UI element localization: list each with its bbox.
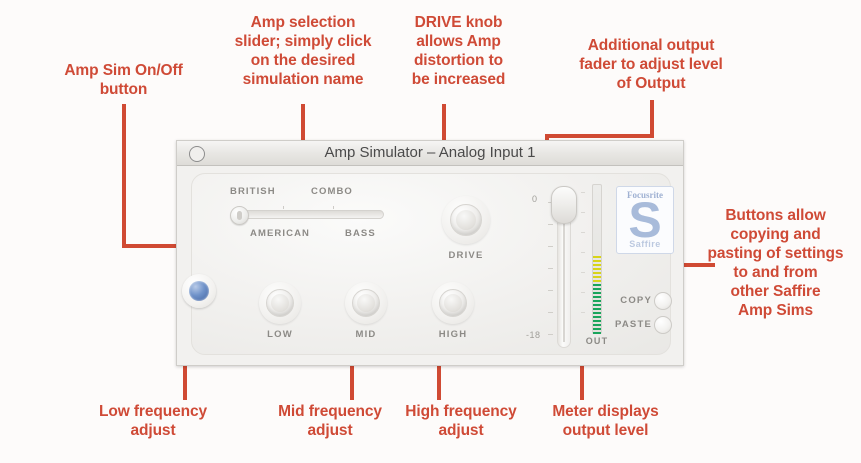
- amp-label-combo[interactable]: COMBO: [311, 186, 353, 197]
- meter-segment: [593, 292, 601, 294]
- drive-knob[interactable]: [442, 196, 490, 244]
- meter-scale-tick: [581, 312, 585, 313]
- amp-slider-track[interactable]: [232, 210, 384, 219]
- callout-amp-selection: Amp selection slider; simply click on th…: [234, 14, 372, 88]
- meter-segment: [593, 296, 601, 298]
- logo-brand-text: Focusrite: [627, 190, 663, 200]
- high-knob[interactable]: [432, 282, 474, 324]
- amp-sim-power-button[interactable]: [182, 274, 216, 308]
- meter-scale-tick: [581, 292, 585, 293]
- plugin-titlebar[interactable]: Amp Simulator – Analog Input 1: [177, 141, 683, 166]
- meter-segment: [593, 284, 601, 286]
- leader-line-amp-sim-onoff-horizontal: [122, 244, 206, 248]
- fader-slot: [563, 194, 565, 342]
- low-knob[interactable]: [259, 282, 301, 324]
- drive-knob-label: DRIVE: [448, 250, 484, 261]
- plugin-panel: BRITISH COMBO AMERICAN BASS DRIVE: [182, 173, 674, 355]
- knob-cap: [357, 294, 375, 312]
- power-indicator-icon: [189, 281, 209, 301]
- copy-label: COPY: [620, 295, 652, 306]
- paste-label: PASTE: [615, 319, 652, 330]
- fader-tick: [548, 246, 553, 247]
- fader-tick: [548, 334, 553, 335]
- callout-meter: Meter displays output level: [552, 403, 659, 439]
- callout-output-fader: Additional output fader to adjust level …: [579, 37, 723, 92]
- slider-tick: [283, 206, 284, 209]
- fader-tick: [548, 268, 553, 269]
- amp-selection-slider[interactable]: BRITISH COMBO AMERICAN BASS: [228, 186, 388, 240]
- meter-segment: [593, 312, 601, 314]
- meter-segment: [593, 316, 601, 318]
- meter-segment: [593, 332, 601, 334]
- logo-product-text: Saffire: [629, 239, 661, 249]
- mid-knob[interactable]: [345, 282, 387, 324]
- knob-cap: [271, 294, 289, 312]
- knob-cap: [444, 294, 462, 312]
- meter-segment: [593, 268, 601, 270]
- fader-scale-bottom: -18: [526, 330, 541, 340]
- callout-copy-paste: Buttons allow copying and pasting of set…: [707, 207, 844, 319]
- meter-scale-tick: [581, 232, 585, 233]
- meter-segment: [593, 328, 601, 330]
- amp-label-british[interactable]: BRITISH: [230, 186, 276, 197]
- meter-scale-tick: [581, 272, 585, 273]
- high-knob-label: HIGH: [438, 329, 468, 340]
- meter-segment: [593, 256, 601, 258]
- output-fader[interactable]: 0 -18: [526, 180, 582, 348]
- low-knob-label: LOW: [267, 329, 293, 340]
- fader-tick: [548, 202, 553, 203]
- meter-scale-tick: [581, 252, 585, 253]
- plugin-title: Amp Simulator – Analog Input 1: [324, 144, 536, 161]
- fader-scale-top: 0: [532, 194, 538, 204]
- meter-segment: [593, 324, 601, 326]
- knob-cap: [456, 210, 476, 230]
- meter-scale-tick: [581, 212, 585, 213]
- fader-tick: [548, 224, 553, 225]
- meter-segment: [593, 304, 601, 306]
- output-meter: OUT: [581, 184, 607, 346]
- slider-tick: [333, 206, 334, 209]
- callout-mid-frequency: Mid frequency adjust: [278, 403, 382, 439]
- callout-high-frequency: High frequency adjust: [405, 403, 517, 439]
- close-icon[interactable]: [189, 146, 205, 162]
- leader-line-output-fader-seg2: [545, 134, 654, 138]
- callout-drive-knob: DRIVE knob allows Amp distortion to be i…: [411, 14, 506, 88]
- meter-segment: [593, 260, 601, 262]
- fader-tick: [548, 290, 553, 291]
- meter-segment: [593, 288, 601, 290]
- meter-segment: [593, 308, 601, 310]
- meter-label: OUT: [585, 336, 609, 346]
- amp-simulator-plugin-window: Amp Simulator – Analog Input 1 BRITISH C…: [176, 140, 684, 366]
- fader-tick: [548, 312, 553, 313]
- meter-segment: [593, 272, 601, 274]
- mid-knob-label: MID: [355, 329, 377, 340]
- focusrite-saffire-logo: Focusrite S Saffire: [616, 186, 674, 254]
- fader-handle[interactable]: [551, 186, 577, 224]
- leader-line-low-seg1: [183, 358, 187, 400]
- callout-amp-sim-onoff: Amp Sim On/Off button: [64, 62, 183, 98]
- clipboard-controls: COPY PASTE: [610, 292, 672, 340]
- paste-button[interactable]: [654, 316, 672, 334]
- meter-segment: [593, 320, 601, 322]
- leader-line-amp-sim-onoff-vertical: [122, 104, 126, 248]
- amp-label-bass[interactable]: BASS: [345, 228, 376, 239]
- amp-slider-handle[interactable]: [230, 206, 249, 225]
- meter-segment: [593, 280, 601, 282]
- meter-segment: [593, 300, 601, 302]
- leader-line-output-fader-seg1: [650, 100, 654, 138]
- meter-scale-tick: [581, 192, 585, 193]
- amp-label-american[interactable]: AMERICAN: [250, 228, 310, 239]
- logo-s-mark: S: [628, 192, 662, 248]
- copy-button[interactable]: [654, 292, 672, 310]
- meter-segment: [593, 276, 601, 278]
- callout-low-frequency: Low frequency adjust: [98, 403, 208, 439]
- meter-segment: [593, 264, 601, 266]
